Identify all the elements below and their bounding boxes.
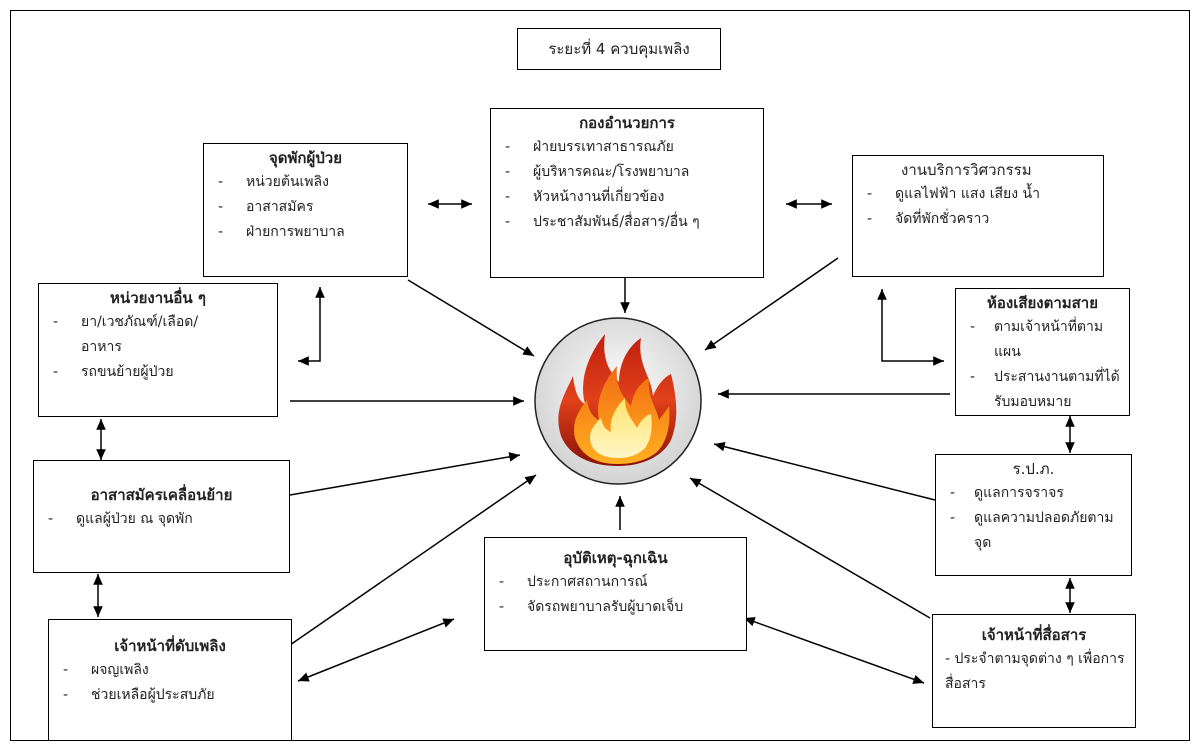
box-pa-room-heading: ห้องเสียงตามสาย [986,294,1099,312]
box-firefighters: เจ้าหน้าที่ดับเพลิง ผจญเพลิง ช่วยเหลือผู… [48,619,292,741]
list-item: ดูแลความปลอดภัยตามจุด [944,506,1123,556]
list-item: อาสาสมัคร [212,195,399,220]
box-command-heading: กองอำนวยการ [579,114,675,132]
list-item: ประชาสัมพันธ์/สื่อสาร/อื่น ๆ [499,210,755,235]
box-command: กองอำนวยการ ฝ่ายบรรเทาสาธารณภัย ผู้บริหา… [490,108,764,278]
arrow-firefighters-to-center [289,474,537,646]
list-item: หัวหน้างานที่เกี่ยวข้อง [499,185,755,210]
box-emergency: อุบัติเหตุ-ฉุกเฉิน ประกาศสถานการณ์ จัดรถ… [484,537,747,651]
list-item: ผู้บริหารคณะ/โรงพยาบาล [499,160,755,185]
arrow-patient-rest-to-center [407,279,535,357]
list-item: ดูแลการจราจร [944,481,1123,506]
arrow-engineering-pa-room [877,289,944,366]
box-comms-text: - ประจำตามจุดต่าง ๆ เพื่อการสื่อสาร [945,651,1125,692]
list-item: ยา/เวชภัณฑ์/เลือด/อาหาร [47,310,209,360]
list-item: ผจญเพลิง [57,658,283,683]
box-security: ร.ป.ภ. ดูแลการจราจร ดูแลความปลอดภัยตามจุ… [935,454,1132,576]
box-emergency-heading: อุบัติเหตุ-ฉุกเฉิน [563,549,668,567]
box-comms: เจ้าหน้าที่สื่อสาร - ประจำตามจุดต่าง ๆ เ… [932,614,1136,728]
list-item: รถขนย้ายผู้ป่วย [47,360,269,385]
list-item: ดูแลผู้ป่วย ณ จุดพัก [42,507,281,532]
arrow-patient-rest-other-units [298,287,325,366]
box-engineering: งานบริการวิศวกรรม ดูแลไฟฟ้า แสง เสียง น้… [852,155,1104,277]
arrow-engineering-to-center [704,257,839,351]
list-item: ช่วยเหลือผู้ประสบภัย [57,683,283,708]
box-patient-rest-heading: จุดพักผู้ป่วย [268,149,343,167]
diagram-title: ระยะที่ 4 ควบคุมเพลิง [517,28,721,70]
diagram-frame [10,10,1190,741]
box-engineering-heading: งานบริการวิศวกรรม [901,161,1032,179]
arrow-comms-to-center [689,477,931,619]
list-item: ประสานงานตามที่ได้รับมอบหมาย [964,365,1121,415]
fire-icon [533,316,703,486]
list-item: จัดรถพยาบาลรับผู้บาดเจ็บ [493,595,738,620]
list-item: ตามเจ้าหน้าที่ตามแผน [964,315,1121,365]
box-security-heading: ร.ป.ภ. [1012,460,1055,478]
box-pa-room: ห้องเสียงตามสาย ตามเจ้าหน้าที่ตามแผน ประ… [955,288,1130,416]
box-comms-heading: เจ้าหน้าที่สื่อสาร [981,626,1087,644]
arrow-security-to-center [713,441,936,501]
arrow-volunteers-to-center [289,452,521,496]
box-patient-rest: จุดพักผู้ป่วย หน่วยต้นเพลิง อาสาสมัคร ฝ่… [203,143,408,277]
box-other-units: หน่วยงานอื่น ๆ ยา/เวชภัณฑ์/เลือด/อาหาร ร… [38,283,278,417]
arrow-firefighters-emergency [297,618,455,682]
list-item: จัดที่พักชั่วคราว [861,207,1095,232]
list-item: ฝ่ายบรรเทาสาธารณภัย [499,135,755,160]
list-item: หน่วยต้นเพลิง [212,170,399,195]
list-item: ฝ่ายการพยาบาล [212,220,399,245]
box-volunteers-heading: อาสาสมัครเคลื่อนย้าย [90,486,233,504]
arrow-emergency-comms [743,617,925,684]
box-other-units-heading: หน่วยงานอื่น ๆ [110,289,206,307]
list-item: ประกาศสถานการณ์ [493,570,738,595]
box-firefighters-heading: เจ้าหน้าที่ดับเพลิง [114,637,226,655]
list-item: ดูแลไฟฟ้า แสง เสียง น้ำ [861,182,1095,207]
box-volunteers: อาสาสมัครเคลื่อนย้าย ดูแลผู้ป่วย ณ จุดพั… [33,460,290,573]
